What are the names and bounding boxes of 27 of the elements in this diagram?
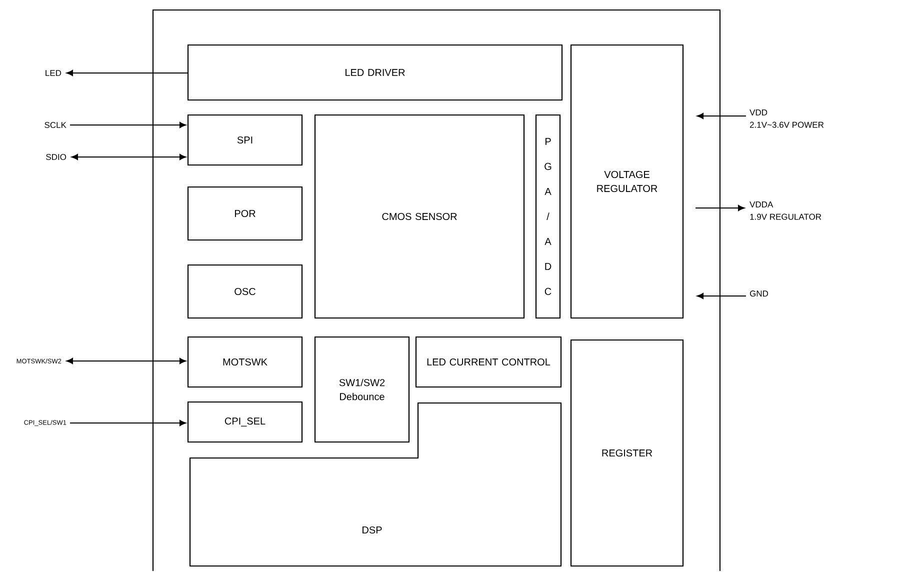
block-box: OSC bbox=[187, 264, 303, 319]
pin-label: SCLK bbox=[44, 122, 66, 128]
block-box: SPI bbox=[187, 114, 303, 166]
pin-label: GND bbox=[750, 290, 768, 297]
block-box: LED DRIVER bbox=[187, 44, 563, 101]
arrow bbox=[66, 70, 188, 76]
pin-label: VDDA 1.9V REGULATOR bbox=[750, 202, 822, 220]
block-box: PGA/ADC bbox=[535, 114, 561, 319]
arrow bbox=[696, 112, 746, 119]
block-box: SW1/SW2 Debounce bbox=[314, 336, 410, 443]
block-box: CPI_SEL bbox=[187, 401, 303, 443]
arrow bbox=[70, 420, 186, 426]
arrow bbox=[70, 122, 186, 128]
pin-label: LED bbox=[46, 70, 62, 76]
block-box: VOLTAGE REGULATOR bbox=[570, 44, 684, 319]
chip-outline bbox=[152, 9, 721, 571]
block-box: LED CURRENT CONTROL bbox=[415, 336, 562, 388]
arrow bbox=[71, 154, 186, 160]
arrow bbox=[66, 358, 186, 364]
pin-label: SDIO bbox=[46, 154, 66, 160]
block-box: POR bbox=[187, 186, 303, 241]
block-box: CMOS SENSOR bbox=[314, 114, 525, 319]
pin-label: VDD 2.1V~3.6V POWER bbox=[750, 110, 824, 128]
block-box: MOTSWK bbox=[187, 336, 303, 388]
block-box: REGISTER bbox=[570, 339, 684, 567]
arrow bbox=[696, 204, 745, 211]
arrow bbox=[696, 292, 746, 299]
